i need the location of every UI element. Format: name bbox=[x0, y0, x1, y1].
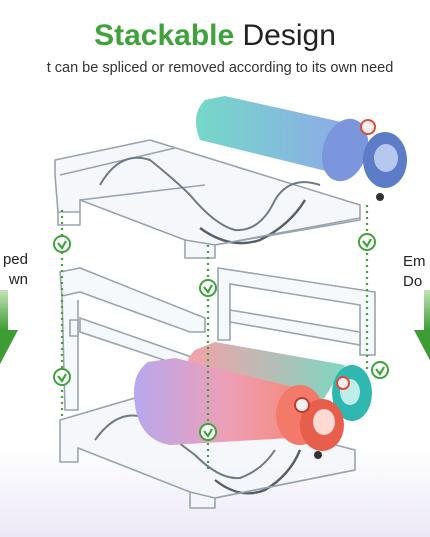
left-label: ped wn bbox=[0, 250, 28, 290]
left-label-line1: ped bbox=[2, 251, 28, 268]
right-label: Em Do bbox=[403, 252, 426, 292]
check-icon bbox=[53, 368, 71, 386]
check-icon bbox=[53, 235, 71, 253]
check-icon bbox=[199, 279, 217, 297]
left-label-line2: wn bbox=[8, 271, 28, 288]
check-icon bbox=[358, 233, 376, 251]
check-icon bbox=[199, 423, 217, 441]
page-title: Stackable Design bbox=[0, 18, 430, 54]
page-subtitle: t can be spliced or removed according to… bbox=[46, 60, 394, 76]
bottle-purple bbox=[133, 358, 344, 459]
title-rest: Design bbox=[242, 19, 336, 52]
left-side-panel bbox=[59, 267, 206, 411]
right-label-line1: Em bbox=[403, 253, 426, 270]
bottle-teal bbox=[196, 96, 407, 201]
title-accent: Stackable bbox=[94, 19, 235, 52]
right-label-line2: Do bbox=[403, 273, 423, 290]
arrow-down-icon bbox=[414, 290, 430, 361]
arrow-down-icon bbox=[0, 290, 18, 365]
check-icon bbox=[371, 361, 389, 379]
right-side-panel bbox=[217, 267, 376, 356]
top-rack bbox=[54, 139, 361, 259]
